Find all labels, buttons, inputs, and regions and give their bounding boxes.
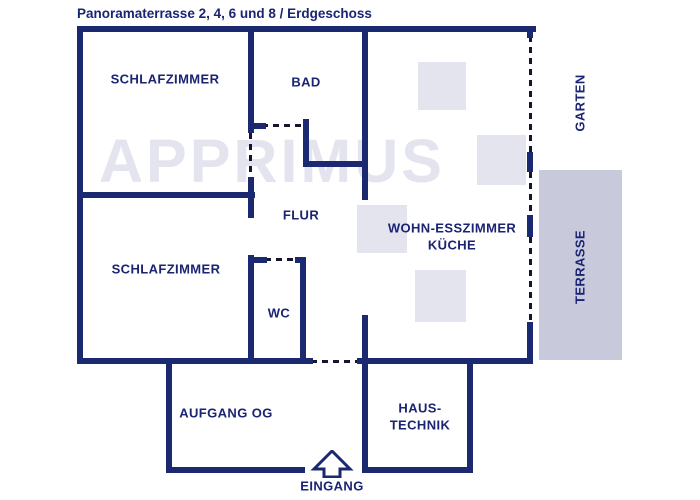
plan-title: Panoramaterrasse 2, 4, 6 und 8 / Erdgesc…	[77, 6, 372, 21]
furniture-square	[418, 62, 466, 110]
wall-aufgang-left	[166, 358, 172, 473]
room-label-wc: WC	[267, 305, 291, 321]
wall-aufgang-bottom	[166, 467, 305, 473]
wall-haustechnik-left	[362, 315, 368, 473]
room-label-schlafzimmer-top: SCHLAFZIMMER	[110, 71, 220, 87]
room-label-kueche: KÜCHE	[427, 237, 477, 253]
wall-window-segment	[527, 152, 533, 172]
room-label-haustechnik-2: TECHNIK	[389, 417, 451, 433]
room-label-bad: BAD	[291, 74, 321, 90]
outdoor-label-terrasse: TERRASSE	[572, 230, 588, 304]
wall-bottom-left	[77, 358, 313, 364]
entrance-arrow-icon	[310, 450, 354, 478]
wall-window-segment	[527, 322, 533, 364]
terrace-area	[539, 170, 622, 360]
wall-haustechnik-bottom	[362, 467, 473, 473]
room-label-schlafzimmer-bottom: SCHLAFZIMMER	[111, 261, 221, 277]
wall-wc-door-jamb-left	[248, 257, 267, 263]
room-label-wohn-esszimmer: WOHN-ESSZIMMER	[387, 220, 517, 236]
furniture-square	[415, 270, 466, 322]
wall-wc-left	[248, 255, 254, 364]
wall-bottom-right	[357, 358, 533, 364]
door-dash-wc	[265, 258, 297, 261]
wall-bad-door-jamb	[248, 123, 266, 129]
door-dash-schlafzimmer	[249, 133, 252, 178]
entrance-label: EINGANG	[300, 478, 364, 494]
furniture-square	[477, 135, 526, 185]
room-label-flur: FLUR	[282, 207, 320, 223]
room-label-haustechnik-1: HAUS-	[398, 400, 442, 416]
watermark-text: APPRIMUS	[99, 127, 445, 195]
window-dash	[529, 172, 532, 217]
wall-top	[77, 26, 536, 32]
wall-haustechnik-right	[467, 358, 473, 473]
window-dash	[529, 36, 532, 154]
door-dash-eingang	[311, 360, 359, 363]
wall-bad-stub	[303, 119, 309, 167]
wall-window-segment	[527, 215, 533, 237]
wall-flur-schlafzimmer	[248, 177, 254, 218]
wall-bad-schlafzimmer-upper	[248, 26, 254, 133]
wall-bad-nook	[303, 161, 368, 167]
room-label-aufgang: AUFGANG OG	[179, 405, 273, 421]
wall-window-segment	[527, 26, 533, 38]
furniture-square	[357, 205, 407, 253]
wall-wohn-left-upper	[362, 26, 368, 200]
outdoor-label-garten: GARTEN	[572, 74, 588, 132]
wall-wc-right	[300, 257, 306, 364]
wall-schlafzimmer-divider	[77, 192, 255, 198]
door-dash-bad	[262, 124, 305, 127]
window-dash	[529, 237, 532, 324]
